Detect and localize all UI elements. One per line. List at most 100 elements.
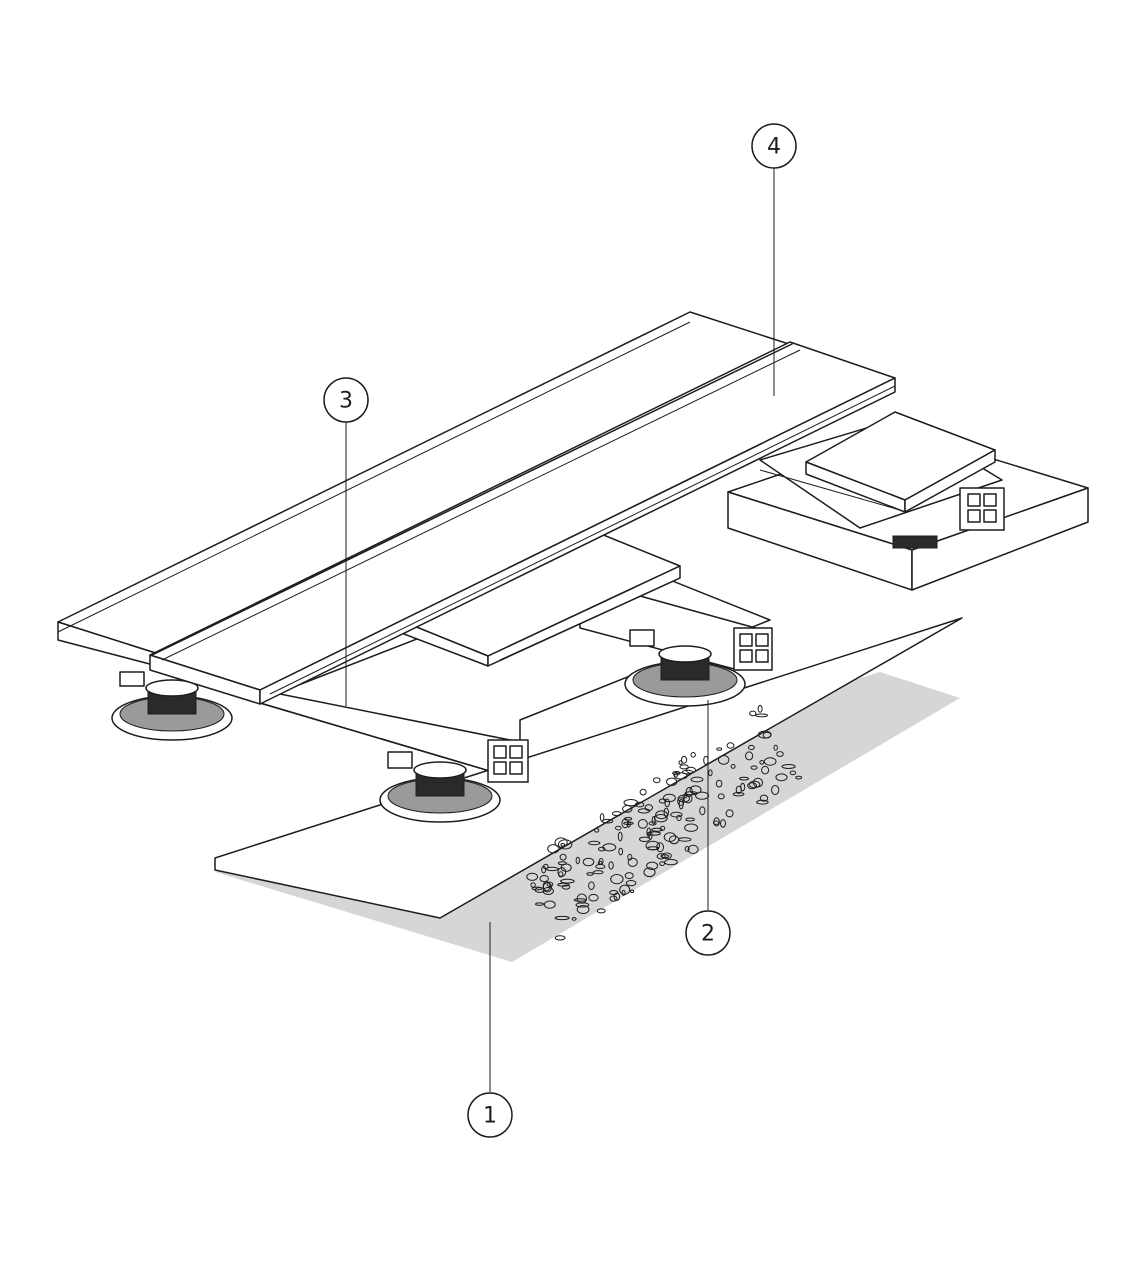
gravel-pebble <box>776 751 784 757</box>
gravel-pebble <box>554 935 566 941</box>
front-joist-top-edge <box>259 689 521 743</box>
gravel-pebble <box>684 846 690 852</box>
gravel-pebble <box>557 867 567 877</box>
rear-deck-module <box>727 411 1089 591</box>
gravel-pebble <box>739 776 750 781</box>
gravel-pebble <box>676 814 682 822</box>
gravel-pebble <box>557 861 567 866</box>
gravel-pebble <box>662 793 676 803</box>
gravel-pebble <box>634 801 645 808</box>
board-joint-shadow <box>161 349 801 661</box>
gravel-pebble <box>576 905 590 914</box>
gravel-pebble <box>646 846 660 851</box>
gravel-pebble <box>730 764 736 769</box>
gravel-pebble <box>601 818 614 824</box>
gravel-pebble <box>621 818 629 829</box>
rear-joist-cell <box>967 493 981 507</box>
gravel-pebble <box>561 884 571 890</box>
pedestal-middle <box>379 751 501 823</box>
gravel-pebble <box>659 861 665 866</box>
gravel-pebble <box>560 878 575 884</box>
board-b-side <box>259 377 896 705</box>
short-board-groove <box>499 577 681 661</box>
gravel-pebble <box>534 887 545 893</box>
gravel-pebble <box>611 811 622 817</box>
gravel-pebble <box>542 887 554 895</box>
callout-2-label: 2 <box>701 922 715 947</box>
gravel-pebble <box>625 880 637 887</box>
joist-cell <box>739 633 753 647</box>
gravel-pebble <box>740 782 746 792</box>
gravel-pebble <box>720 819 726 828</box>
joist-cell <box>739 649 753 663</box>
gravel-pebble <box>757 704 763 713</box>
gravel-pebble <box>541 865 547 874</box>
callout-1: 1 <box>467 1092 513 1138</box>
gravel-pebble <box>646 861 659 870</box>
gravel-pebble <box>718 755 730 765</box>
joist-cell <box>509 761 523 775</box>
gravel-pebble <box>637 808 651 814</box>
gravel-pebble <box>685 817 695 822</box>
leader-lines <box>345 168 775 1092</box>
gravel-pebble <box>717 793 725 800</box>
gravel-pebble <box>656 853 666 860</box>
gravel-pebble <box>610 874 624 885</box>
gravel-pebbles <box>526 704 803 941</box>
gravel-pebble <box>664 858 678 866</box>
joist-cell <box>493 761 507 775</box>
gravel-pebble <box>608 861 614 870</box>
gravel-pebble <box>715 779 723 788</box>
gravel-pebble <box>651 827 663 832</box>
gravel-pebble <box>648 821 657 826</box>
rear-pad <box>892 535 938 549</box>
gravel-pebble <box>653 814 668 823</box>
gravel-pebble <box>543 900 556 909</box>
rear-joist-cell <box>967 509 981 523</box>
gravel-pebble <box>617 831 623 842</box>
rear-groove <box>759 469 901 511</box>
gravel-pebble <box>637 819 648 829</box>
gravel-pebble <box>759 760 765 765</box>
joist-cell <box>493 745 507 759</box>
gravel-pebble <box>771 785 780 795</box>
gravel-pebble <box>684 791 698 796</box>
gravel-pebble <box>639 788 647 796</box>
rear-board-side <box>904 449 996 513</box>
gravel-pebble <box>588 840 601 846</box>
gravel-pebble <box>660 854 670 859</box>
gravel-pebble <box>627 853 633 861</box>
gravel-pebble <box>673 772 688 780</box>
gravel-pebble <box>655 810 668 820</box>
gravel-pebble <box>690 752 696 758</box>
gravel-pebble <box>756 799 769 805</box>
gravel-pebble <box>597 860 603 866</box>
gravel-pebble <box>725 809 734 818</box>
gravel-pebble <box>594 828 600 833</box>
gravel-pebble <box>598 846 606 852</box>
gravel-pebble <box>749 710 757 717</box>
gravel-pebble <box>747 782 757 790</box>
rear-slab-side <box>911 487 1089 591</box>
gravel-pebble <box>775 773 788 782</box>
gravel-pebble <box>699 806 706 816</box>
board-b-groove <box>269 385 896 695</box>
pedestal-right <box>624 629 746 707</box>
gravel-pebble <box>576 893 587 904</box>
gravel-pebble <box>687 844 699 855</box>
gravel-pebble <box>623 821 634 825</box>
gravel-pebble <box>526 872 539 881</box>
gravel-pebble <box>554 915 570 921</box>
callout-2-circle <box>685 910 731 956</box>
gravel-pebble <box>677 797 685 806</box>
gravel-pebble <box>726 742 735 749</box>
rear-joist-end <box>959 487 1005 531</box>
gravel-pebble <box>795 775 803 780</box>
front-joist-bottom-edge <box>249 699 521 781</box>
gravel-pebble <box>547 844 560 854</box>
gravel-pebble <box>582 857 595 867</box>
callout-1-circle <box>467 1092 513 1138</box>
callout-3: 3 <box>323 377 369 423</box>
gravel-pebble <box>748 744 755 751</box>
